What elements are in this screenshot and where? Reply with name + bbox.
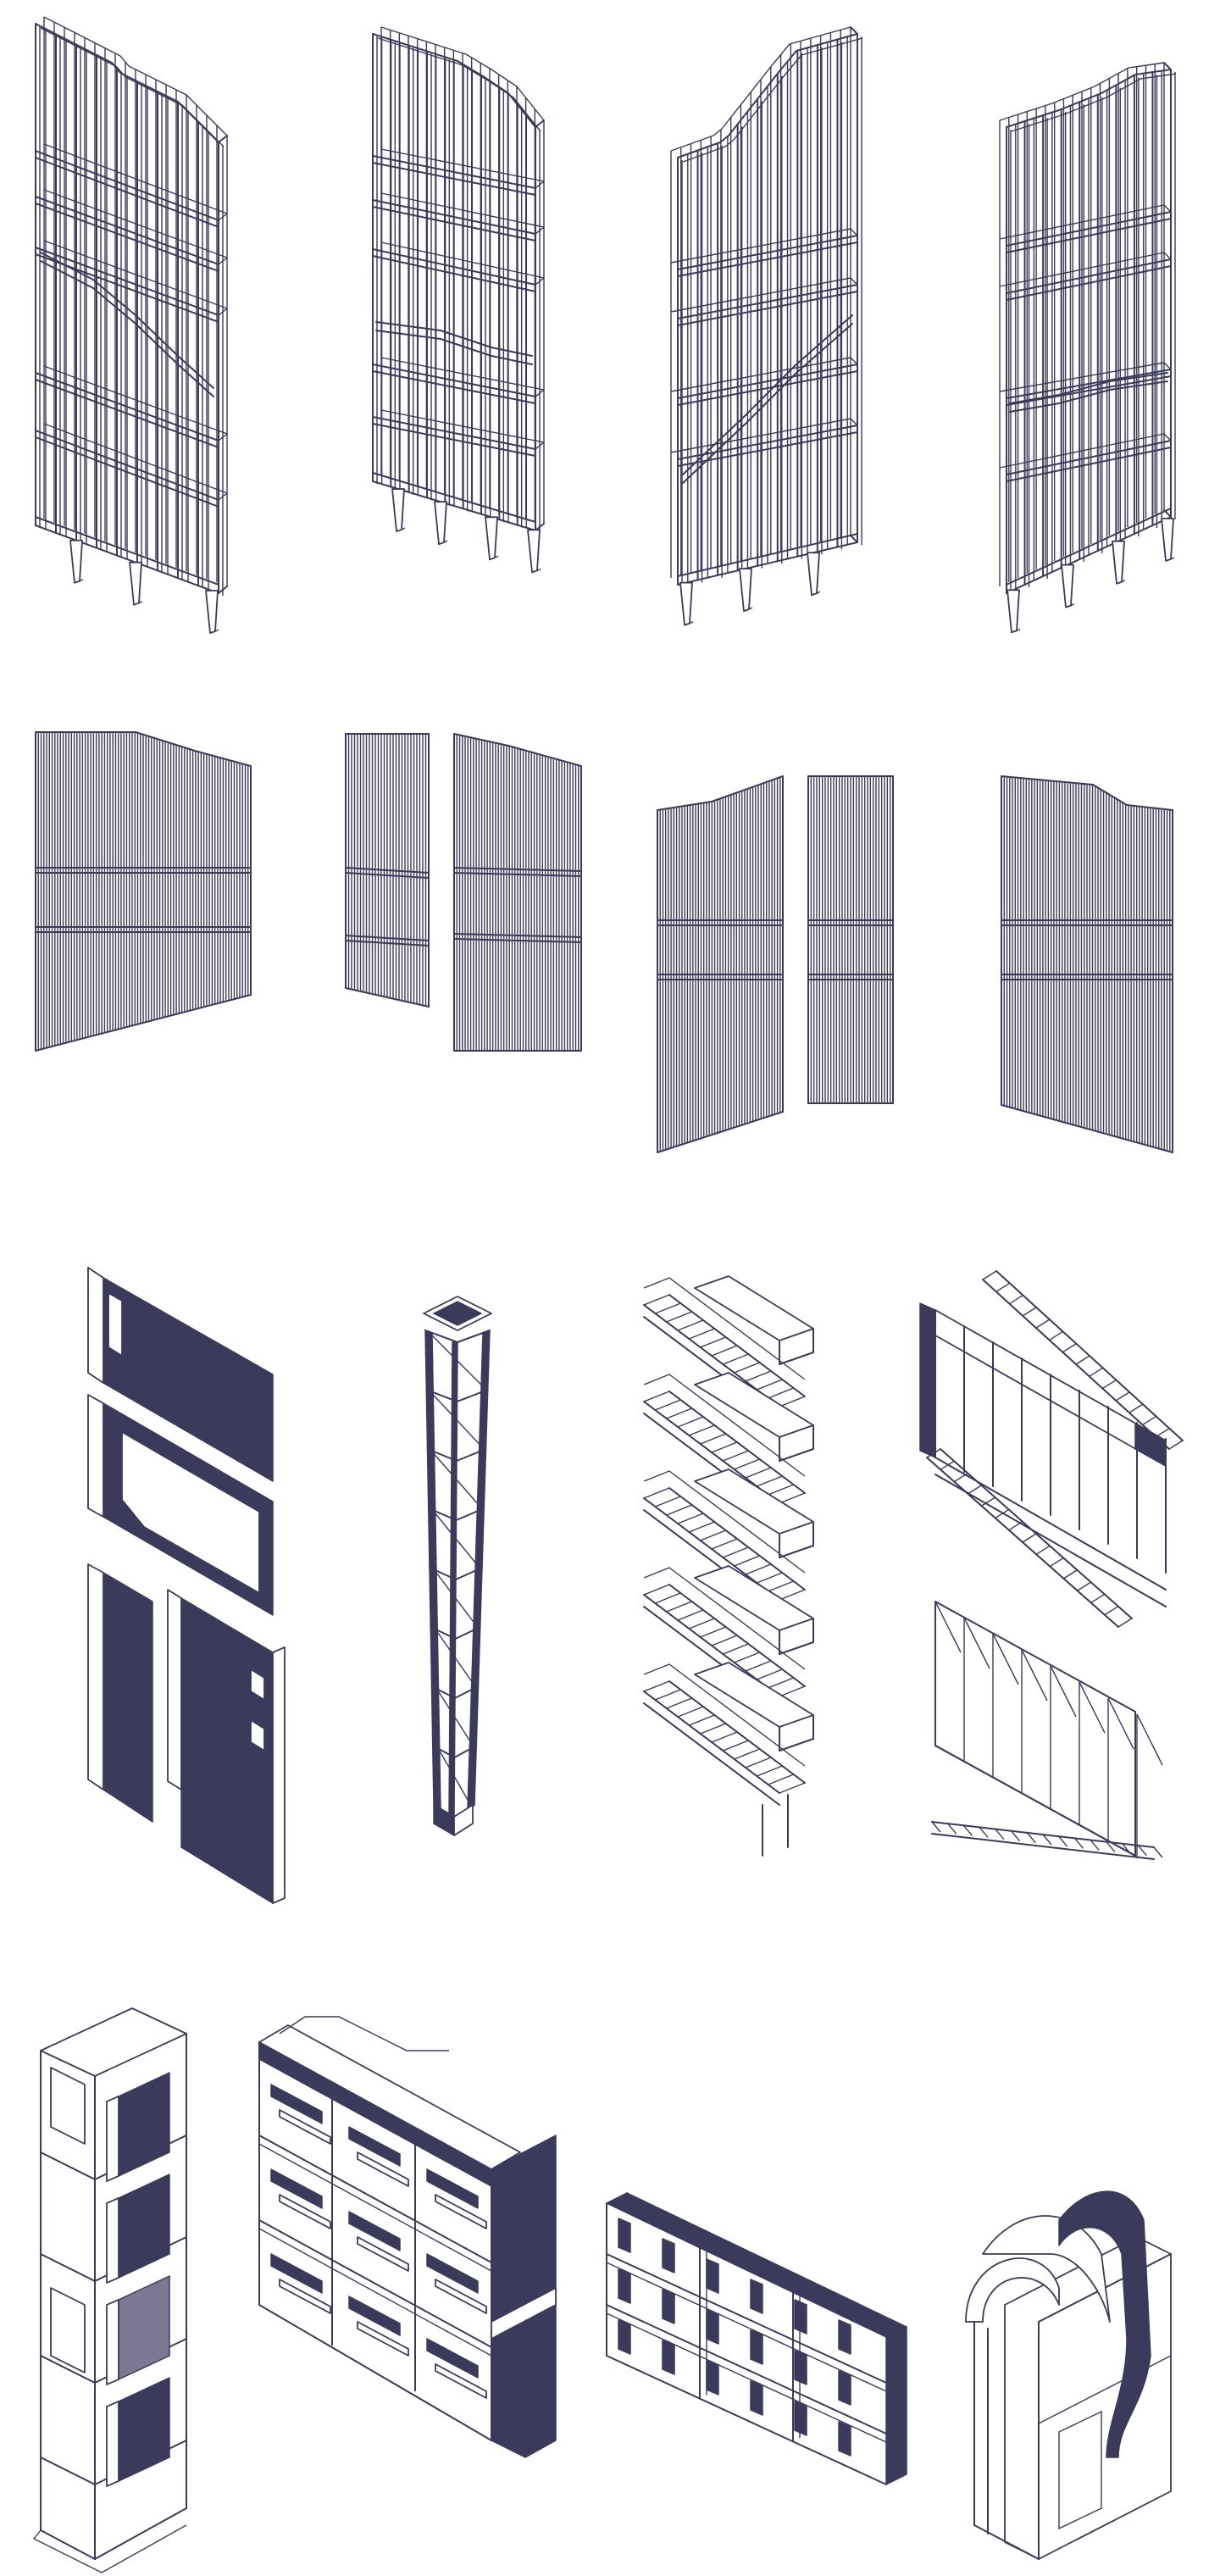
frame-view-1 [35,16,228,634]
arched-pavilion-module [965,2190,1172,2560]
stair-flight [643,1662,814,1806]
frame-view-4 [999,62,1177,634]
stair-stack [643,1275,814,1857]
row-louver-screens [35,731,1173,1153]
shelf-grid-module [258,2016,557,2458]
row-modules [32,2007,1172,2573]
frame-view-3 [670,26,863,626]
louver-view-3 [657,775,894,1153]
solid-wall-panels [87,1267,286,1904]
stair-landing-assembly [919,1270,1184,1860]
frame-view-2 [372,26,545,574]
row-components [87,1267,1184,1904]
louver-view-4 [1001,775,1173,1153]
row-facade-frames [35,16,1177,634]
louver-view-2 [345,733,582,1052]
tapered-column [423,1296,492,1836]
louver-view-1 [35,731,252,1052]
bookshelf-module [606,2192,907,2485]
stair-flight [643,1275,814,1419]
room-stack-module [32,2007,187,2573]
stair-flight [643,1372,814,1516]
